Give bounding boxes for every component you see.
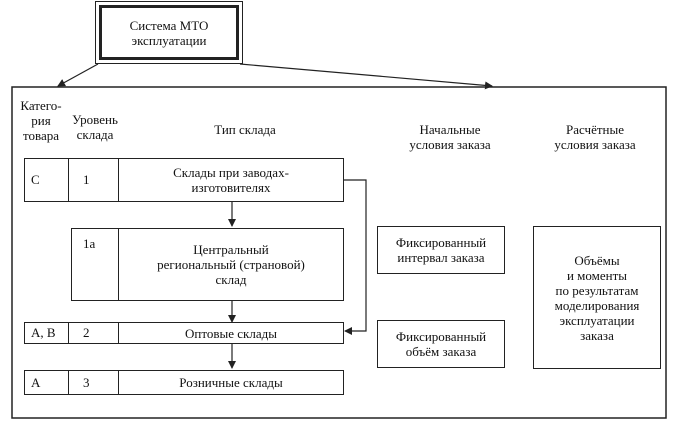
arrow-1-to-2-bypass	[344, 179, 367, 332]
row-level-2: А, В 2 Оптовые склады	[24, 322, 344, 344]
row-2-type: Оптовые склады	[185, 325, 277, 341]
header-type: Тип склада	[214, 122, 276, 137]
row-3-category: А	[31, 374, 41, 390]
header-category: Катего- рия товара	[20, 98, 62, 143]
title-arrow-left	[57, 63, 99, 87]
row-level-1: C 1 Склады при заводах- изготовителях	[24, 158, 344, 202]
row-3-type: Розничные склады	[179, 375, 283, 390]
row-level-3: А 3 Розничные склады	[24, 370, 344, 395]
header-initial: Начальные условия заказа	[409, 122, 491, 152]
outer-frame	[11, 86, 667, 419]
row-2-category: А, В	[31, 325, 56, 340]
header-calculated: Расчётные условия заказа	[554, 122, 636, 152]
row-1-type: Склады при заводах- изготовителях	[173, 165, 289, 195]
row-level-1a: 1а Центральный региональный (страновой) …	[71, 228, 344, 301]
row-1-level: 1	[83, 172, 90, 187]
title-box: Система МТО эксплуатации	[95, 1, 243, 64]
row-1-category: C	[31, 172, 40, 187]
initial-fixed-volume: Фиксированный объём заказа	[377, 320, 505, 368]
header-level: Уровень склада	[72, 112, 118, 142]
row-1a-type: Центральный региональный (страновой) скл…	[157, 242, 305, 287]
row-1a-level: 1а	[83, 236, 96, 251]
initial-fixed-interval: Фиксированный интервал заказа	[377, 226, 505, 274]
calculated-conditions-box: Объёмы и моменты по результатам моделиро…	[533, 226, 661, 369]
row-3-level: 3	[83, 374, 90, 390]
title-line-2: эксплуатации	[131, 32, 207, 48]
title-line-1: Система МТО	[129, 17, 209, 33]
title-arrow-right	[239, 63, 493, 90]
row-2-level: 2	[83, 325, 90, 340]
